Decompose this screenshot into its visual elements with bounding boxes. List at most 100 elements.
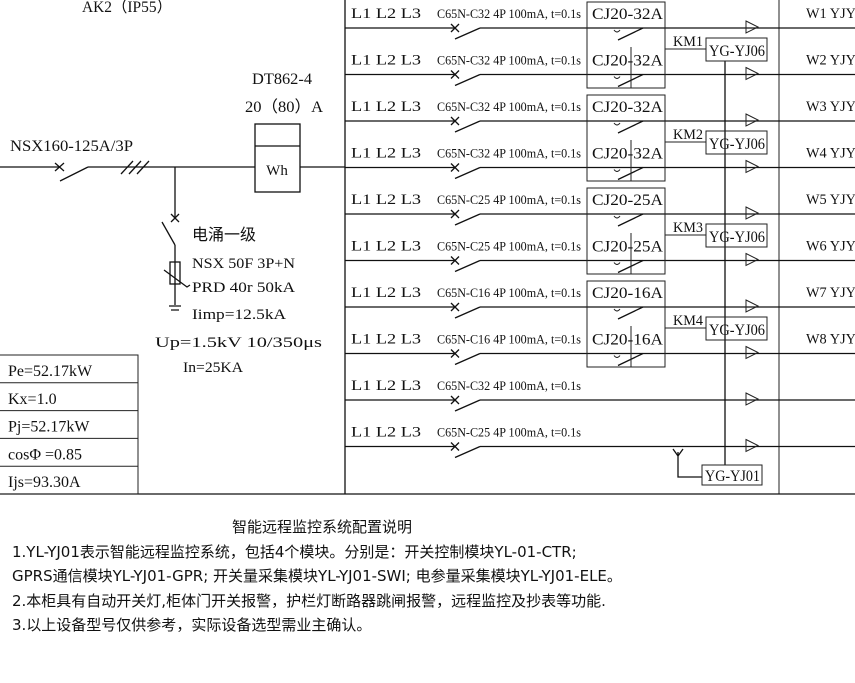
contactor-label: CJ20-32A <box>592 6 663 23</box>
contactor-contact <box>617 306 644 320</box>
spd-up: Up=1.5kV 10/350μs <box>155 335 322 351</box>
breaker-x-icon <box>450 163 460 172</box>
contact-hook-icon <box>613 355 621 358</box>
outgoing-arrow-icon <box>745 159 760 174</box>
single-line-diagram: AK2（IP55） NSX160-125A/3P DT862-4 20（80）A… <box>0 0 855 495</box>
control-module-box <box>705 316 768 341</box>
contactor-label: CJ20-32A <box>592 146 663 163</box>
branch-breaker-label: C65N-C32 4P 100mA, t=0.1s <box>437 53 581 68</box>
breaker-x-icon <box>450 70 460 79</box>
main-breaker-label: NSX160-125A/3P <box>10 138 133 155</box>
km-label: KM4 <box>673 313 703 329</box>
branch-breaker-label: C65N-C25 4P 100mA, t=0.1s <box>437 239 581 254</box>
branch-breaker-label: C65N-C25 4P 100mA, t=0.1s <box>437 192 581 207</box>
breaker-blade <box>454 213 481 226</box>
branch-breaker-label: C65N-C32 4P 100mA, t=0.1s <box>437 146 581 161</box>
phase-label: L1 L2 L3 <box>351 285 421 301</box>
contact-hook-icon <box>613 29 621 33</box>
outgoing-arrow-icon <box>745 299 760 313</box>
contactor-label: CJ20-32A <box>592 53 663 70</box>
contactor-box <box>586 280 666 368</box>
remote-module-label: YG-YJ01 <box>705 468 760 485</box>
outgoing-arrow-icon <box>745 206 760 220</box>
ground-icon <box>169 305 181 311</box>
control-module-box <box>705 223 768 248</box>
circuit-label: W4 YJY <box>806 146 855 162</box>
km-label: KM2 <box>673 127 703 143</box>
load-table-cell: Pj=52.17kW <box>8 419 90 436</box>
breaker-blade <box>454 27 481 40</box>
note-line: GPRS通信模块YL-YJ01-GPR; 开关量采集模块YL-YJ01-SWI;… <box>12 567 622 585</box>
breaker-x-icon <box>170 213 180 223</box>
circuit-label: W5 YJY <box>806 192 855 208</box>
outgoing-arrow-icon <box>745 438 760 453</box>
remote-module-box <box>701 464 763 486</box>
contact-hook-icon <box>613 262 621 265</box>
contactor-label: CJ20-16A <box>592 332 663 349</box>
control-module-box <box>705 37 768 62</box>
contactor-contact <box>617 120 644 134</box>
remote-monitor: YG-YJ01 <box>672 448 763 486</box>
contactor-label: CJ20-32A <box>592 99 663 116</box>
breaker-x-icon <box>450 209 460 219</box>
three-phase-hash-icon <box>120 160 150 175</box>
notes: 智能远程监控系统配置说明 1.YL-YJ01表示智能远程监控系统，包括4个模块。… <box>0 515 855 638</box>
notes-title: 智能远程监控系统配置说明 <box>232 518 413 536</box>
load-table-cell: Pe=52.17kW <box>8 363 93 380</box>
phase-label: L1 L2 L3 <box>351 332 421 348</box>
breaker-x-icon <box>450 23 460 33</box>
incoming-feeder: NSX160-125A/3P DT862-4 20（80）A Wh <box>0 71 345 193</box>
contactor-box <box>586 94 666 182</box>
control-module-label: YG-YJ06 <box>709 43 765 60</box>
breaker-blade <box>454 399 481 412</box>
breaker-x-icon <box>450 302 460 312</box>
circuit-label: W7 YJY <box>806 285 855 301</box>
contactor-contact <box>617 213 644 227</box>
circuit-label: W1 YJY <box>806 6 855 22</box>
meter-rating: 20（80）A <box>245 98 323 116</box>
meter-model: DT862-4 <box>252 71 312 88</box>
spd-iimp: Iimp=12.5kA <box>192 307 286 323</box>
varistor-icon <box>169 261 181 285</box>
control-module-label: YG-YJ06 <box>709 229 765 246</box>
km-label: KM1 <box>673 34 703 50</box>
breaker-x-icon <box>450 116 460 126</box>
phase-label: L1 L2 L3 <box>351 6 421 22</box>
breaker-x-icon <box>450 256 460 265</box>
km-label: KM3 <box>673 220 703 236</box>
meter-symbol: Wh <box>266 163 288 179</box>
outgoing-arrow-icon <box>745 392 760 406</box>
breaker-x-icon <box>450 349 460 358</box>
circuit-label: W3 YJY <box>806 99 855 115</box>
remote-control-modules: KM1YG-YJ06KM2YG-YJ06KM3YG-YJ06KM4YG-YJ06… <box>586 1 768 486</box>
control-module-label: YG-YJ06 <box>709 136 765 153</box>
breaker-x-icon <box>450 442 460 451</box>
branch-breaker-label: C65N-C16 4P 100mA, t=0.1s <box>437 285 581 300</box>
branch-breaker-label: C65N-C32 4P 100mA, t=0.1s <box>437 378 581 393</box>
breaker-x-icon <box>54 162 65 172</box>
outgoing-arrow-icon <box>745 345 760 360</box>
outgoing-arrow-icon <box>745 20 760 34</box>
circuit-label: W2 YJY <box>806 53 855 69</box>
spd-breaker: NSX 50F 3P+N <box>192 256 295 272</box>
contact-hook-icon <box>613 215 621 219</box>
circuit-label: W8 YJY <box>806 332 855 348</box>
contactor-box <box>586 187 666 275</box>
contactor-contact <box>617 27 644 41</box>
contact-hook-icon <box>613 308 621 312</box>
load-table-cell: cosΦ =0.85 <box>8 446 82 463</box>
contactor-box <box>586 1 666 89</box>
phase-label: L1 L2 L3 <box>351 99 421 115</box>
antenna-icon <box>672 448 702 478</box>
contact-hook-icon <box>613 169 621 172</box>
contactor-label: CJ20-25A <box>592 239 663 256</box>
breaker-blade <box>454 73 481 87</box>
